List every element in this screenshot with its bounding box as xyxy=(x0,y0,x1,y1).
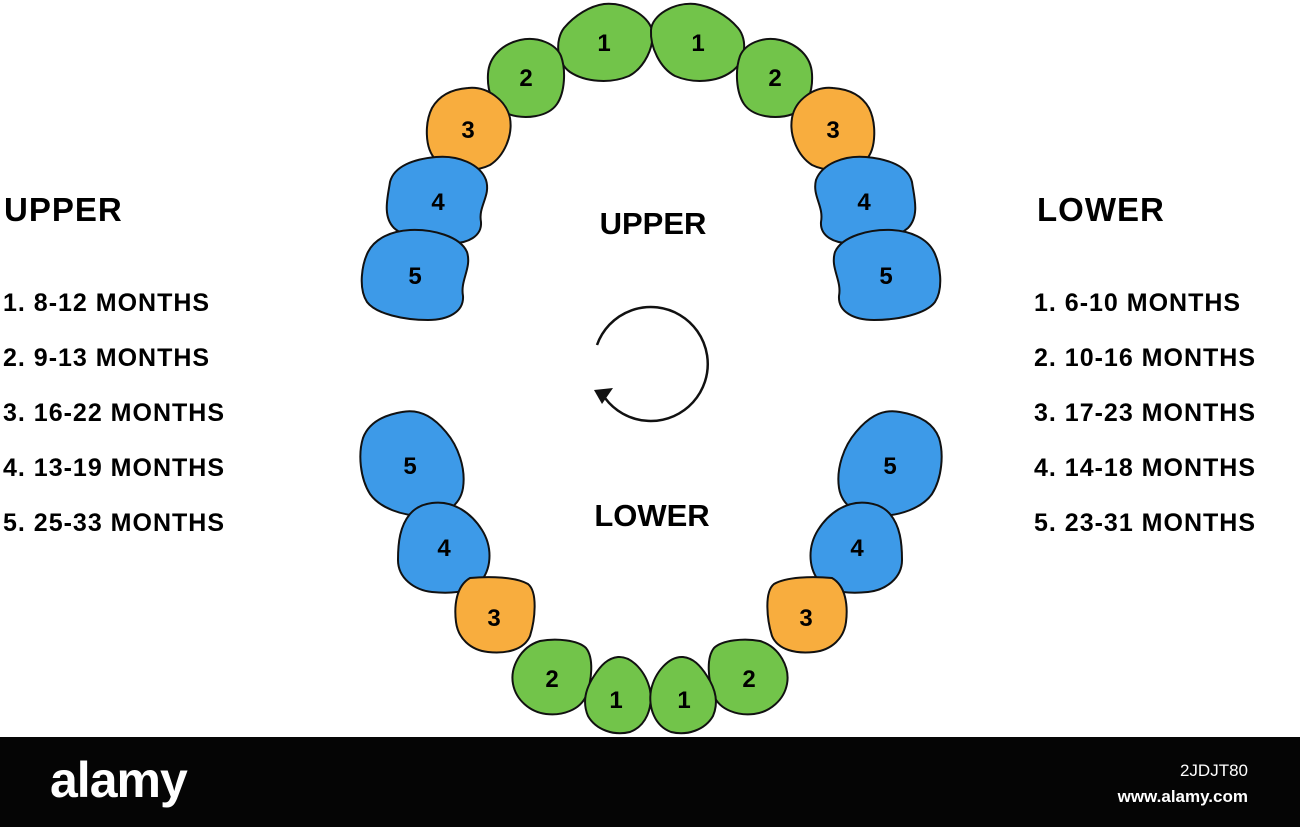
lower-tooth-5-right: 5 xyxy=(837,410,943,518)
tooth-number: 1 xyxy=(597,30,610,57)
tooth-number: 4 xyxy=(857,189,871,216)
upper-legend-title: UPPER xyxy=(4,191,123,228)
upper-tooth-5-left: 5 xyxy=(360,228,470,322)
lower-arch-label: LOWER xyxy=(594,498,709,533)
lower-legend-title: LOWER xyxy=(1037,191,1165,228)
footer-watermark: alamy 2JDJT80 www.alamy.com xyxy=(0,737,1300,827)
tooth-shape xyxy=(707,638,789,716)
lower-arch: 5 5 4 4 3 3 2 2 xyxy=(359,410,943,735)
upper-tooth-3-right: 3 xyxy=(790,86,876,171)
lower-legend-item: 2. 10-16 MONTHS xyxy=(1034,344,1257,372)
tooth-shape xyxy=(766,576,848,654)
image-id: 2JDJT80 xyxy=(1179,761,1248,780)
tooth-shape xyxy=(809,501,904,594)
lower-legend-item: 4. 14-18 MONTHS xyxy=(1034,454,1257,482)
image-url: www.alamy.com xyxy=(1117,787,1248,806)
tooth-number: 5 xyxy=(883,453,896,480)
tooth-number: 3 xyxy=(799,605,812,632)
lower-tooth-1-left: 1 xyxy=(584,655,652,735)
upper-tooth-2-left: 2 xyxy=(486,38,566,118)
lower-tooth-3-right: 3 xyxy=(766,576,848,654)
lower-tooth-1-right: 1 xyxy=(649,655,717,735)
tooth-number: 2 xyxy=(742,666,755,693)
lower-tooth-4-right: 4 xyxy=(809,501,904,594)
lower-tooth-3-left: 3 xyxy=(454,576,536,654)
tooth-shape xyxy=(584,655,652,735)
tooth-number: 4 xyxy=(431,189,445,216)
tooth-number: 5 xyxy=(403,453,416,480)
tooth-number: 3 xyxy=(826,117,839,144)
tooth-shape xyxy=(511,638,593,716)
upper-legend-item: 1. 8-12 MONTHS xyxy=(3,289,211,317)
lower-legend: LOWER 1. 6-10 MONTHS 2. 10-16 MONTHS 3. … xyxy=(1034,0,1300,737)
tooth-number: 1 xyxy=(691,30,704,57)
upper-tooth-1-right: 1 xyxy=(649,2,746,82)
upper-tooth-5-right: 5 xyxy=(832,228,942,322)
lower-legend-item: 3. 17-23 MONTHS xyxy=(1034,399,1257,427)
tooth-shape xyxy=(832,228,942,322)
lower-tooth-4-left: 4 xyxy=(396,501,491,594)
tooth-shape xyxy=(396,501,491,594)
upper-tooth-2-right: 2 xyxy=(735,38,814,118)
brand-logo: alamy xyxy=(50,752,188,808)
tooth-shape xyxy=(557,2,654,82)
tooth-number: 1 xyxy=(677,687,690,714)
upper-tooth-1-left: 1 xyxy=(557,2,654,82)
upper-legend-item: 5. 25-33 MONTHS xyxy=(3,509,226,537)
tooth-number: 2 xyxy=(545,666,558,693)
tooth-number: 4 xyxy=(850,535,864,562)
upper-legend: UPPER 1. 8-12 MONTHS 2. 9-13 MONTHS 3. 1… xyxy=(0,0,300,737)
tooth-number: 3 xyxy=(487,605,500,632)
tooth-number: 4 xyxy=(437,535,451,562)
lower-tooth-5-left: 5 xyxy=(359,410,465,518)
teeth-eruption-diagram: 1 1 2 2 3 3 4 4 xyxy=(359,2,943,735)
upper-tooth-4-right: 4 xyxy=(814,155,917,245)
tooth-shape xyxy=(360,228,470,322)
upper-legend-item: 4. 13-19 MONTHS xyxy=(3,454,226,482)
tooth-number: 1 xyxy=(609,687,622,714)
tooth-shape xyxy=(486,38,566,118)
lower-tooth-2-left: 2 xyxy=(511,638,593,716)
tooth-number: 5 xyxy=(879,263,892,290)
tooth-shape xyxy=(649,655,717,735)
tooth-number: 2 xyxy=(519,65,532,92)
circular-arrow-icon xyxy=(594,305,709,423)
tooth-number: 5 xyxy=(408,263,421,290)
tooth-shape xyxy=(735,38,814,118)
tooth-number: 2 xyxy=(768,65,781,92)
upper-legend-item: 3. 16-22 MONTHS xyxy=(3,399,226,427)
lower-legend-item: 1. 6-10 MONTHS xyxy=(1034,289,1242,317)
upper-arch-label: UPPER xyxy=(600,206,707,241)
tooth-number: 3 xyxy=(461,117,474,144)
tooth-shape xyxy=(649,2,746,82)
tooth-shape xyxy=(454,576,536,654)
upper-arch: 1 1 2 2 3 3 4 4 xyxy=(360,2,942,322)
lower-legend-item: 5. 23-31 MONTHS xyxy=(1034,509,1257,537)
lower-tooth-2-right: 2 xyxy=(707,638,789,716)
upper-legend-item: 2. 9-13 MONTHS xyxy=(3,344,211,372)
